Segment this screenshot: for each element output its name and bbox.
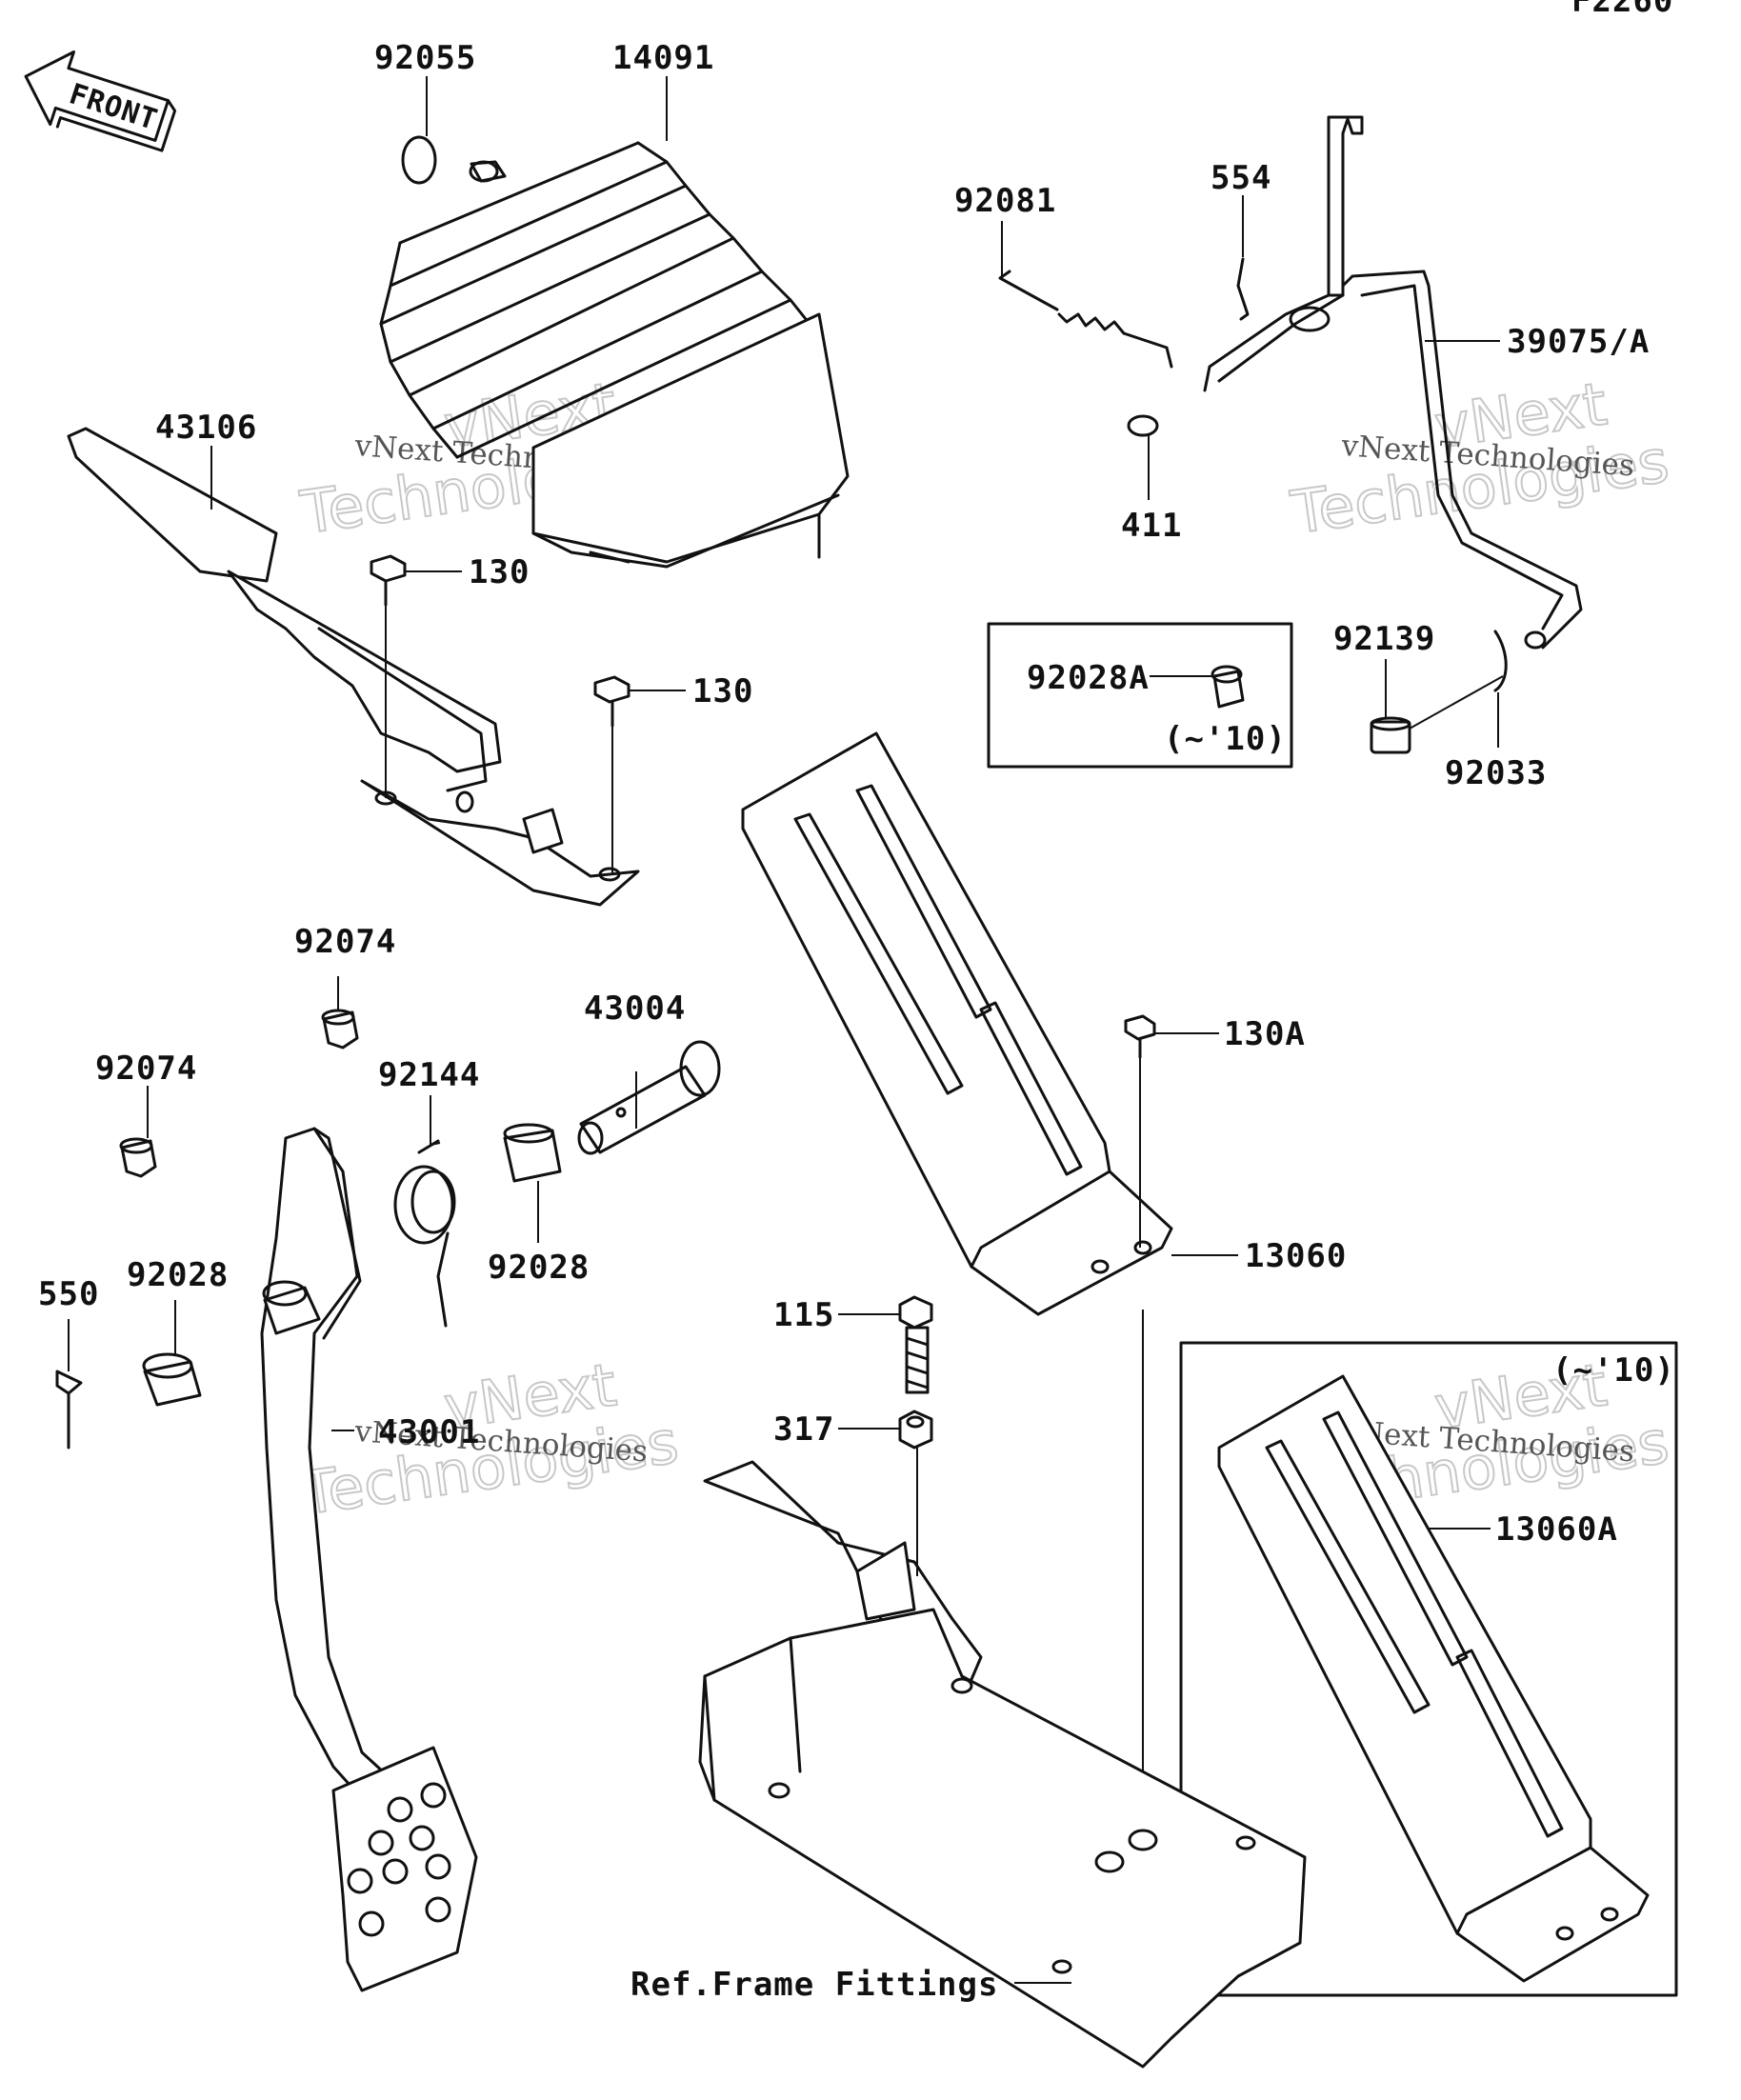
- label-43004: 43004: [584, 990, 686, 1028]
- bushing-92028-b: [142, 1352, 202, 1407]
- brake-pedal-43001: [260, 1127, 478, 1992]
- label-92139: 92139: [1333, 620, 1435, 658]
- label-39075A: 39075/A: [1507, 323, 1650, 361]
- label-130-b: 130: [692, 672, 753, 710]
- label-14091: 14091: [612, 39, 714, 77]
- pin-550: [55, 1370, 83, 1450]
- label-130-a: 130: [469, 553, 530, 591]
- label-92074-b: 92074: [95, 1050, 197, 1088]
- bolt-130-b: [593, 675, 630, 874]
- front-arrow-icon: FRONT: [24, 50, 177, 152]
- washer-411: [1127, 414, 1159, 437]
- label-92074-a: 92074: [294, 923, 396, 961]
- part-labels: 92055 14091 43106 130 130 92081 554 3907…: [38, 39, 1650, 2004]
- label-550: 550: [38, 1275, 99, 1313]
- bushing-92028A: [1211, 665, 1245, 709]
- bushing-92028-a: [503, 1123, 562, 1183]
- label-92144: 92144: [378, 1056, 480, 1094]
- spring-92144: [393, 1139, 456, 1328]
- label-130A: 130A: [1224, 1015, 1306, 1053]
- nut-317: [898, 1410, 933, 1576]
- collar-92139: [1370, 716, 1411, 754]
- label-115: 115: [773, 1296, 834, 1334]
- pivot-shaft-43004: [577, 1040, 721, 1155]
- bolt-130-a: [370, 554, 407, 798]
- leader-lines: [68, 76, 1504, 1984]
- brake-rod-39075: [1203, 115, 1583, 650]
- label-92028-a: 92028: [488, 1249, 590, 1287]
- snap-ring-92033: [1493, 630, 1508, 692]
- label-411: 411: [1121, 507, 1182, 545]
- box1-range: (~'10): [1164, 720, 1287, 758]
- clip-554: [1236, 257, 1250, 321]
- label-13060: 13060: [1245, 1237, 1347, 1275]
- label-ref-frame: Ref.Frame Fittings: [630, 1966, 998, 2004]
- variant-box-13060A: [1179, 1341, 1678, 1997]
- return-spring-92081: [998, 270, 1173, 369]
- accelerator-pedal-13060A: [1217, 1374, 1650, 1983]
- label-92028A: 92028A: [1027, 659, 1150, 697]
- bolt-130A: [1124, 1014, 1156, 1248]
- label-92055: 92055: [374, 39, 476, 77]
- label-92033: 92033: [1445, 754, 1547, 792]
- o-ring-92055: [401, 135, 437, 185]
- box2-range: (~'10): [1552, 1351, 1675, 1390]
- bumper-92074-b: [119, 1137, 157, 1178]
- label-43106: 43106: [155, 409, 257, 447]
- brake-lever-43106: [67, 427, 640, 907]
- label-317: 317: [773, 1410, 834, 1449]
- diagram-code: F2260: [1571, 0, 1673, 20]
- pedal-boot-14091: [379, 141, 850, 569]
- bolt-115: [898, 1295, 933, 1394]
- label-43001: 43001: [378, 1413, 480, 1451]
- label-13060A: 13060A: [1495, 1510, 1618, 1549]
- bumper-92074-a: [321, 1009, 359, 1050]
- frame-fittings: [698, 1460, 1307, 2069]
- accelerator-pedal-13060: [741, 731, 1173, 1316]
- label-92081: 92081: [954, 182, 1056, 220]
- variant-box-92028A: [987, 622, 1293, 769]
- label-92028-b: 92028: [127, 1256, 229, 1294]
- label-554: 554: [1211, 159, 1271, 197]
